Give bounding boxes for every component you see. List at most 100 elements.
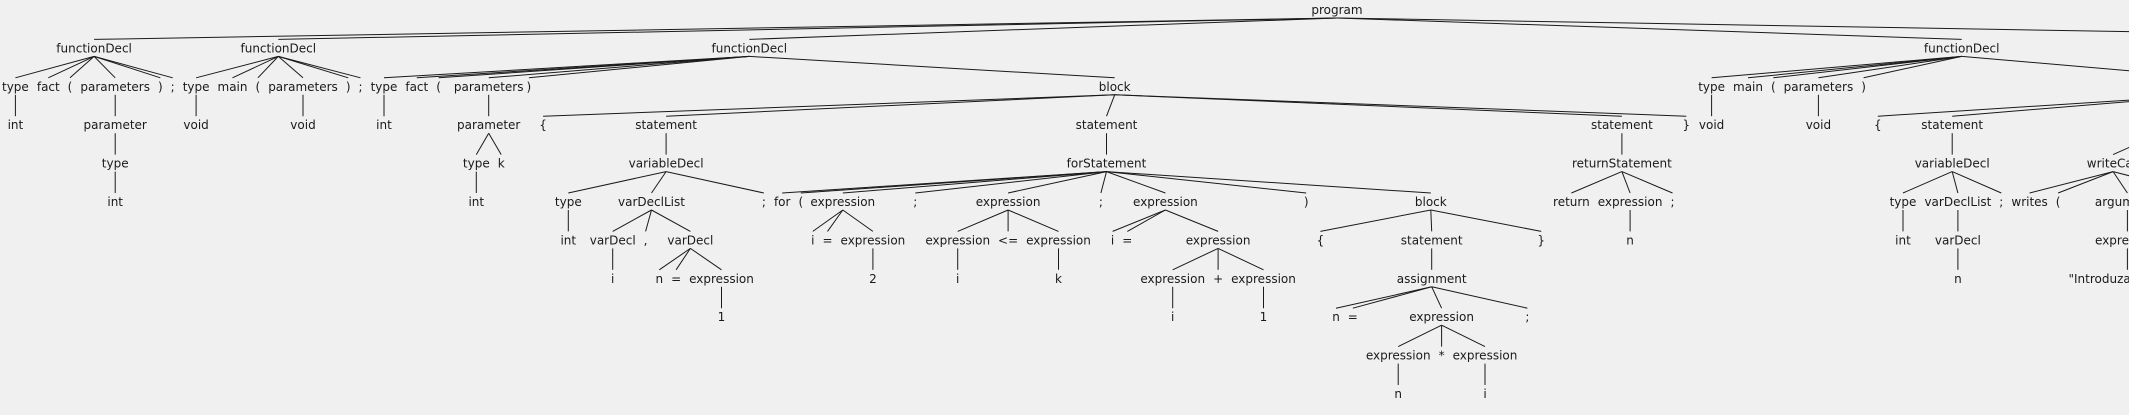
tree-edge xyxy=(651,171,667,194)
tree-edge xyxy=(2029,171,2114,194)
tree-edge xyxy=(1100,171,1107,194)
tree-edge xyxy=(543,94,1115,117)
tree-edge xyxy=(2057,171,2114,194)
tree-edge xyxy=(475,132,490,155)
tree-node-symbol: ( xyxy=(798,195,803,209)
tree-node-1: 1 xyxy=(718,310,726,324)
tree-edge xyxy=(1431,286,1443,309)
tree-node-writes: writes xyxy=(2011,195,2047,209)
tree-edge xyxy=(612,209,652,232)
tree-node-symbol: = xyxy=(1348,310,1358,324)
tree-node-vardecl: varDecl xyxy=(590,233,636,247)
tree-edge xyxy=(1818,55,1962,79)
tree-edge xyxy=(2112,171,2129,177)
tree-edge xyxy=(278,55,361,79)
tree-edge xyxy=(659,247,691,271)
tree-edge xyxy=(1397,324,1442,348)
tree-edge xyxy=(957,209,1009,232)
tree-node-int: int xyxy=(1895,233,1911,247)
tree-edge xyxy=(69,56,95,79)
tree-node-n: n xyxy=(1332,310,1340,324)
tree-node-int: int xyxy=(107,195,123,209)
tree-edge xyxy=(1430,209,1542,232)
tree-node-expression: expression xyxy=(1186,233,1251,247)
tree-node-type: type xyxy=(102,157,129,171)
tree-node-symbol: ; xyxy=(913,195,917,209)
tree-node-vardecl: varDecl xyxy=(667,233,713,247)
tree-node-int: int xyxy=(560,233,576,247)
tree-node-symbol: ; xyxy=(358,80,362,94)
tree-node-vardecllist: varDeclList xyxy=(618,195,685,209)
tree-node-symbol: } xyxy=(1537,233,1545,247)
tree-edge xyxy=(48,55,95,79)
tree-node-parameters: parameters xyxy=(80,80,150,94)
tree-edge xyxy=(528,55,750,79)
tree-edge xyxy=(1336,17,1962,40)
tree-node-n: n xyxy=(1394,387,1402,401)
tree-node-functiondecl: functionDecl xyxy=(241,41,317,55)
tree-node-assignment: assignment xyxy=(1397,272,1467,286)
tree-node-symbol: ; xyxy=(1670,195,1674,209)
tree-edge xyxy=(1621,171,1631,194)
tree-node-symbol: ) xyxy=(527,80,532,94)
tree-edge xyxy=(1106,171,1431,194)
tree-edge xyxy=(1621,171,1673,194)
tree-node-expression: expression xyxy=(1409,310,1474,324)
tree-node-returnstatement: returnStatement xyxy=(1572,157,1672,171)
tree-node-k: k xyxy=(498,157,505,171)
tree-edge xyxy=(1336,17,2129,33)
tree-node-void: void xyxy=(1699,118,1724,132)
tree-node-i: i xyxy=(811,233,814,247)
tree-node-i: i xyxy=(1171,310,1174,324)
tree-node-symbol: ) xyxy=(158,80,163,94)
tree-edge xyxy=(488,132,502,155)
tree-node-statement: statement xyxy=(635,118,697,132)
tree-edge xyxy=(1217,247,1264,271)
tree-node-parameter: parameter xyxy=(84,118,147,132)
tree-edge xyxy=(278,17,1338,40)
tree-edge xyxy=(1165,209,1219,232)
tree-edge xyxy=(1430,209,1433,232)
tree-node-i: i xyxy=(1111,233,1114,247)
tree-node-symbol: = xyxy=(1122,233,1132,247)
tree-node-expression: expression xyxy=(841,233,906,247)
tree-edge xyxy=(749,17,1338,40)
tree-node-parameters: parameters xyxy=(454,80,524,94)
tree-edge xyxy=(1106,171,1166,194)
tree-edge xyxy=(812,209,844,232)
tree-node-symbol: ) xyxy=(1861,80,1866,94)
tree-edge xyxy=(1902,171,1953,194)
tree-edge xyxy=(842,209,874,232)
tree-edge xyxy=(277,56,304,79)
tree-node-vardecllist: varDeclList xyxy=(1924,195,1991,209)
tree-edge xyxy=(915,171,1107,194)
tree-edge xyxy=(15,55,95,79)
tree-node-expression: expression xyxy=(1366,349,1431,363)
tree-edge xyxy=(1877,99,2129,117)
tree-node-symbol: = xyxy=(822,233,832,247)
tree-node-functiondecl: functionDecl xyxy=(712,41,788,55)
tree-node-symbol: <= xyxy=(998,233,1018,247)
tree-node-type: type xyxy=(2,80,29,94)
tree-node-fact: fact xyxy=(37,80,60,94)
tree-node-symbol: ( xyxy=(68,80,73,94)
tree-edge xyxy=(2112,146,2129,156)
tree-node-symbol: , xyxy=(644,233,648,247)
tree-edge xyxy=(690,247,722,271)
tree-node-i: i xyxy=(611,272,614,286)
tree-node-symbol: + xyxy=(1213,272,1223,286)
tree-edge xyxy=(1106,171,1307,194)
tree-node-main: main xyxy=(218,80,248,94)
tree-node-statement: statement xyxy=(1076,118,1138,132)
tree-edge xyxy=(1007,209,1059,232)
tree-node-symbol: * xyxy=(1439,349,1445,363)
tree-node-expression: expression xyxy=(976,195,1041,209)
tree-node-block: block xyxy=(1099,80,1131,94)
tree-node-i: i xyxy=(1483,387,1486,401)
tree-edge xyxy=(675,248,691,271)
tree-node-symbol: ( xyxy=(436,80,441,94)
tree-node-statement: statement xyxy=(1921,118,1983,132)
tree-node-symbol: ; xyxy=(1999,195,2003,209)
tree-edge xyxy=(749,55,1115,79)
tree-edge xyxy=(651,209,691,232)
